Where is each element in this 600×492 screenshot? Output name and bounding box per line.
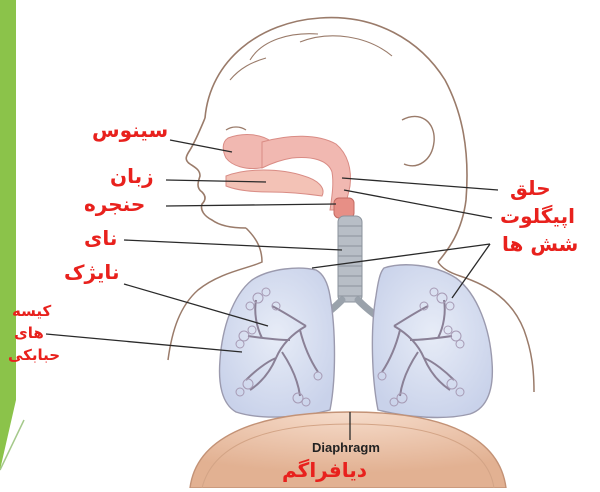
leader-lung-right [452, 244, 490, 298]
ear-outline [402, 116, 434, 165]
label-trachea: نای [84, 228, 117, 248]
tongue-region [226, 170, 323, 196]
right-lung [372, 265, 492, 418]
label-diaphragm-fa: دیافراگم [282, 460, 367, 480]
leader-sinus [170, 140, 232, 152]
leader-larynx [166, 204, 336, 206]
label-alveoli-2: های [14, 326, 44, 341]
leader-trachea [124, 240, 342, 250]
leader-epiglottis [344, 190, 492, 218]
larynx-region [334, 198, 354, 218]
leader-pharynx [342, 178, 498, 190]
label-larynx: حنجره [84, 194, 145, 214]
label-alveoli-1: کیسه [12, 304, 51, 319]
label-tongue: زبان [110, 166, 154, 186]
label-epiglottis: اپیگلوت [500, 206, 575, 226]
label-sinus: سینوس [92, 120, 168, 140]
label-diaphragm-en: Diaphragm [312, 440, 380, 455]
label-pharynx: حلق [510, 178, 551, 198]
label-bronchiole: نایژک [64, 262, 119, 282]
hair-strokes [230, 34, 392, 80]
accent-strip [0, 0, 16, 470]
leader-alveoli [46, 334, 242, 352]
eye [226, 127, 246, 130]
label-alveoli-3: حبابکی [8, 348, 60, 363]
trachea [338, 216, 362, 302]
label-lungs: شش ها [502, 234, 578, 254]
